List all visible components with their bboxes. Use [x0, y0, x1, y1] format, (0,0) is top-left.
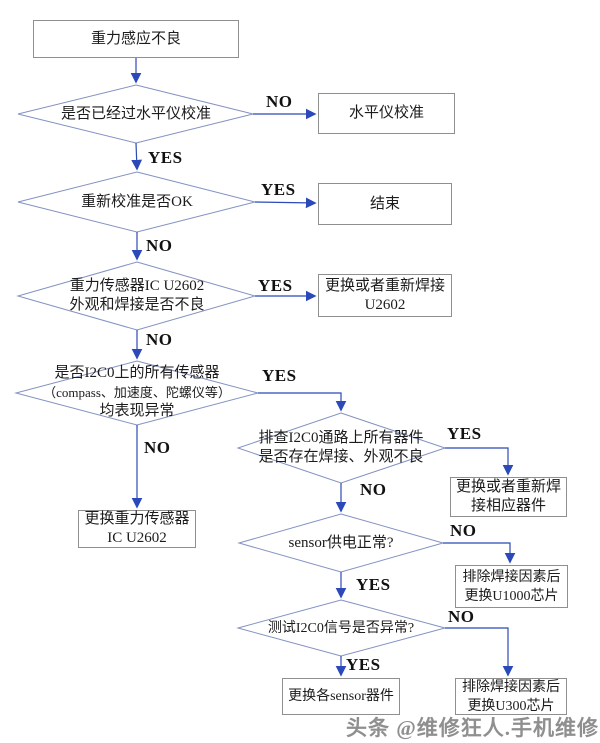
edge-label-d5-yes: YES [447, 424, 482, 443]
diamond-sensor-power [237, 513, 445, 573]
diamond-all-i2c0-sensors-abnormal [14, 360, 260, 426]
node-replace-u2602-line2: IC U2602 [107, 530, 167, 546]
node-replace-u300-line1: 排除焊接因素后 [462, 679, 560, 695]
diamond-i2c0-signal [236, 599, 447, 657]
edge-label-d4-no: NO [144, 438, 171, 457]
connector-d4-yes-to-d5 [258, 392, 347, 412]
node-resolder-parts-line2: 接相应器件 [470, 498, 546, 514]
diamond-recalibration-ok [17, 171, 256, 233]
diamond-level-calibrated [17, 84, 254, 144]
node-end-label: 结束 [369, 195, 400, 212]
edge-label-d6-no: NO [450, 521, 477, 540]
connector-d1-yes-to-d2 [131, 142, 143, 171]
edge-label-d1-no: NO [266, 92, 293, 111]
node-replace-u1000-line2: 更换U1000芯片 [464, 588, 559, 604]
node-resolder-u2602-line2: U2602 [364, 296, 406, 313]
node-replace-u300: 排除焊接因素后 更换U300芯片 [455, 678, 567, 715]
edge-label-d4-yes: YES [262, 366, 297, 385]
diamond-i2c0-path-devices [236, 412, 447, 484]
connector-d2-yes-to-end [254, 197, 317, 209]
edge-label-d7-no: NO [448, 607, 475, 626]
node-replace-u1000: 排除焊接因素后 更换U1000芯片 [455, 565, 568, 608]
edge-label-d6-yes: YES [356, 575, 391, 594]
edge-label-d5-no: NO [360, 480, 387, 499]
node-resolder-u2602: 更换或者重新焊接 U2602 [318, 274, 452, 317]
node-replace-u2602-line1: 更换重力传感器 [84, 511, 190, 527]
node-end: 结束 [318, 183, 452, 225]
edge-label-d1-yes: YES [148, 148, 183, 167]
edge-label-d2-no: NO [146, 236, 173, 255]
node-level-calibration-label: 水平仪校准 [348, 105, 424, 121]
decision-shapes [14, 84, 447, 657]
connector-d6-no-to-u1000 [443, 542, 516, 564]
watermark-text: 头条 @维修狂人.手机维修 [345, 716, 599, 740]
node-resolder-u2602-line1: 更换或者重新焊接 [324, 277, 445, 294]
edge-label-d3-yes: YES [258, 276, 293, 295]
diamond-u2602-appearance [16, 261, 257, 331]
node-replace-sensors-label: 更换各sensor器件 [288, 689, 394, 704]
node-replace-u300-line2: 更换U300芯片 [467, 698, 555, 714]
connector-d7-no-to-u300 [445, 627, 514, 677]
edge-label-d7-yes: YES [346, 655, 381, 674]
node-replace-sensors: 更换各sensor器件 [282, 678, 400, 715]
edge-label-d3-no: NO [146, 330, 173, 349]
node-replace-u1000-line1: 排除焊接因素后 [462, 569, 561, 585]
edge-label-d2-yes: YES [261, 180, 296, 199]
connector-d5-yes-to-resolder-parts [445, 447, 514, 476]
node-replace-u2602: 更换重力传感器 IC U2602 [78, 510, 196, 548]
node-resolder-parts: 更换或者重新焊 接相应器件 [450, 477, 567, 517]
node-level-calibration: 水平仪校准 [318, 93, 455, 134]
node-start: 重力感应不良 [33, 20, 239, 58]
node-start-label: 重力感应不良 [90, 30, 181, 47]
connectors [130, 58, 516, 677]
node-resolder-parts-line1: 更换或者重新焊 [455, 479, 561, 495]
